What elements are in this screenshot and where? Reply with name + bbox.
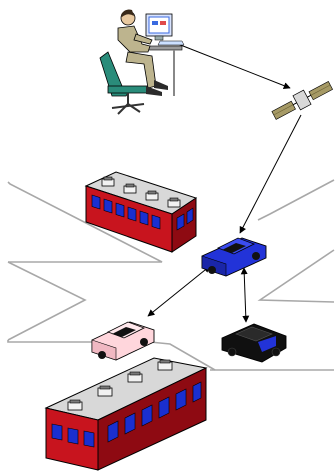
blue-car-icon bbox=[201, 237, 267, 277]
rooftop-units bbox=[101, 176, 181, 208]
road-edge-right-middle bbox=[257, 249, 335, 303]
link-blue-car-pink-car bbox=[147, 265, 211, 317]
link-blue-car-black-car bbox=[240, 267, 250, 323]
operator-at-computer-icon bbox=[99, 9, 185, 115]
building-icon bbox=[84, 171, 198, 253]
road-edge-top-left bbox=[7, 181, 163, 263]
link-satellite-to-blue-car bbox=[239, 114, 302, 234]
satellite-icon bbox=[271, 81, 334, 120]
communication-links bbox=[147, 43, 302, 323]
road-edge-left-lower bbox=[7, 261, 87, 341]
building-icon bbox=[44, 357, 208, 471]
road-edge-top-right bbox=[257, 179, 335, 221]
rooftop-units bbox=[67, 359, 173, 411]
building-windows bbox=[91, 194, 194, 231]
building-windows bbox=[51, 381, 202, 448]
pink-car-icon bbox=[91, 321, 155, 361]
link-operator-to-satellite bbox=[177, 43, 291, 89]
black-car-icon bbox=[221, 323, 287, 363]
